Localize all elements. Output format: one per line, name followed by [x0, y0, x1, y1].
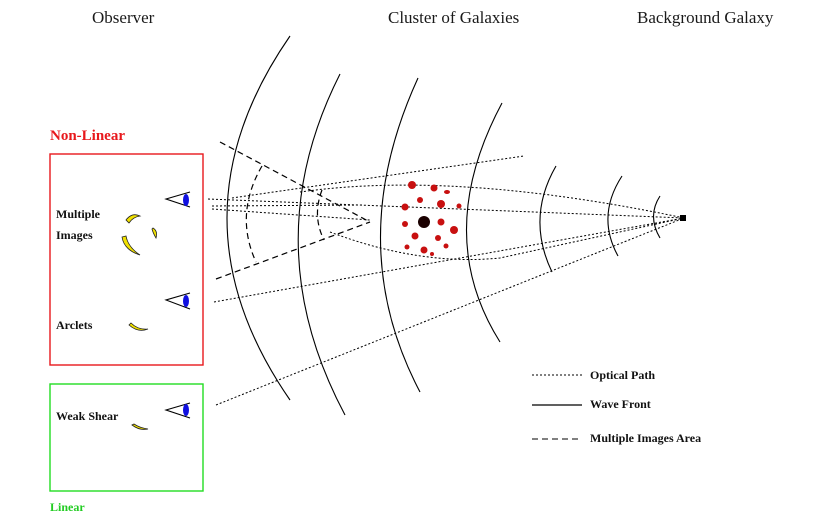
- nonlinear-box: [49, 153, 204, 366]
- cluster-galaxy: [430, 252, 434, 256]
- mia-line-lower: [215, 221, 371, 280]
- optical-paths: [207, 155, 685, 406]
- cluster-galaxy: [401, 203, 409, 211]
- optical-path-1: [207, 198, 685, 219]
- wave-front-6: [607, 175, 623, 257]
- cluster-header: Cluster of Galaxies: [388, 8, 520, 27]
- linear-title: Linear: [50, 500, 85, 514]
- cluster-galaxy: [437, 200, 445, 208]
- linear-box: [49, 383, 204, 492]
- eye-icon-arclets: [164, 292, 191, 310]
- cluster-galaxy: [420, 246, 428, 254]
- observer-header: Observer: [92, 8, 155, 27]
- image-arc-3: [151, 227, 157, 239]
- cluster-galaxy: [417, 197, 423, 203]
- mia-line-upper: [219, 141, 371, 223]
- wave-front-1: [226, 35, 291, 401]
- optical-path-2: [211, 208, 371, 221]
- optical-path-3: [211, 204, 365, 207]
- weak-shear-label: Weak Shear: [56, 409, 119, 423]
- cluster-galaxy: [437, 218, 445, 226]
- wave-front-3: [380, 77, 421, 393]
- legend-multiple-images-area-label: Multiple Images Area: [590, 431, 702, 445]
- background-galaxy-dot: [680, 215, 686, 221]
- wave-front-2: [297, 73, 346, 416]
- cluster-galaxy: [456, 203, 462, 209]
- cluster-galaxy: [430, 184, 438, 192]
- mia-arc-1: [245, 165, 263, 263]
- lensed-images: [121, 214, 157, 430]
- optical-path-6: [231, 155, 525, 199]
- wave-front-4: [466, 102, 503, 343]
- optical-path-4: [213, 217, 685, 303]
- cluster-galaxy: [402, 221, 408, 227]
- optical-path-8: [329, 217, 685, 260]
- cluster-galaxy: [450, 226, 458, 234]
- cluster-galaxy: [444, 190, 450, 194]
- arclet-image: [128, 322, 149, 331]
- arclets-label: Arclets: [56, 318, 93, 332]
- wave-fronts: [226, 35, 661, 416]
- cluster-galaxy: [408, 181, 416, 189]
- multiple-images-area: [215, 141, 371, 280]
- multiple-images-line1: Multiple: [56, 207, 100, 221]
- optical-path-7: [299, 184, 685, 219]
- nonlinear-title: Non-Linear: [50, 128, 125, 144]
- image-arc-2: [121, 235, 141, 256]
- eye-icon-multiple: [164, 191, 191, 208]
- multiple-images-line2: Images: [56, 228, 93, 242]
- multiple-images-label: Multiple Images: [56, 204, 100, 246]
- cluster-galaxy: [443, 243, 449, 249]
- background-galaxy-header: Background Galaxy: [637, 8, 774, 27]
- cluster-galaxy: [404, 244, 410, 250]
- legend-wave-front-label: Wave Front: [590, 397, 651, 411]
- cluster-galaxy: [411, 232, 419, 240]
- weak-shear-image: [131, 423, 149, 430]
- wave-front-5: [539, 165, 557, 273]
- legend-optical-path-label: Optical Path: [590, 368, 655, 382]
- optical-path-5: [215, 217, 685, 406]
- image-arc-1: [125, 214, 142, 224]
- cluster-galaxy: [435, 235, 441, 241]
- eye-icon-weak-shear: [164, 402, 191, 419]
- mia-arc-2: [316, 189, 325, 241]
- cluster-central-galaxy: [418, 216, 430, 228]
- cluster-galaxies: [401, 181, 462, 256]
